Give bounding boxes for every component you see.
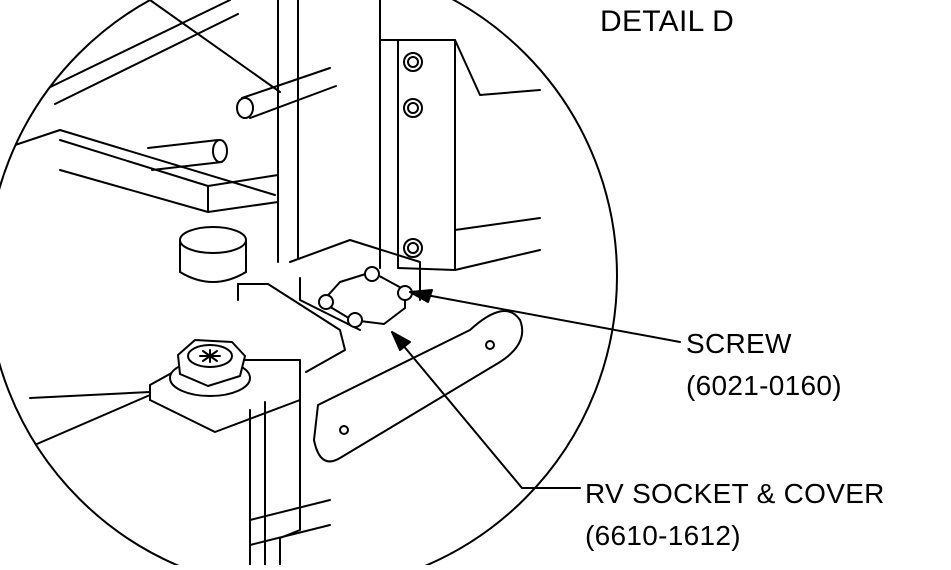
vertical-post [277,0,399,269]
side-plate [397,39,541,271]
hex-bolt-assembly [149,339,301,433]
round-tube [179,226,247,283]
detail-circle [0,0,618,570]
slotted-arm [313,310,524,463]
socket-callout-label: RV SOCKET & COVER [585,478,885,509]
magnified-view [0,0,541,566]
pin-left [147,139,228,171]
lower-channel [0,391,331,566]
screw-part-number: (6021-0160) [686,370,842,401]
screw-callout-label: SCREW [686,328,792,359]
bracket-plate [237,239,421,373]
socket-cover [318,266,413,328]
section-leader [29,391,151,399]
pin-upper [236,67,337,119]
socket-part-number: (6610-1612) [585,520,741,551]
screw-leader [409,289,681,343]
socket-leader [391,331,581,489]
detail-title: DETAIL D [600,5,735,38]
